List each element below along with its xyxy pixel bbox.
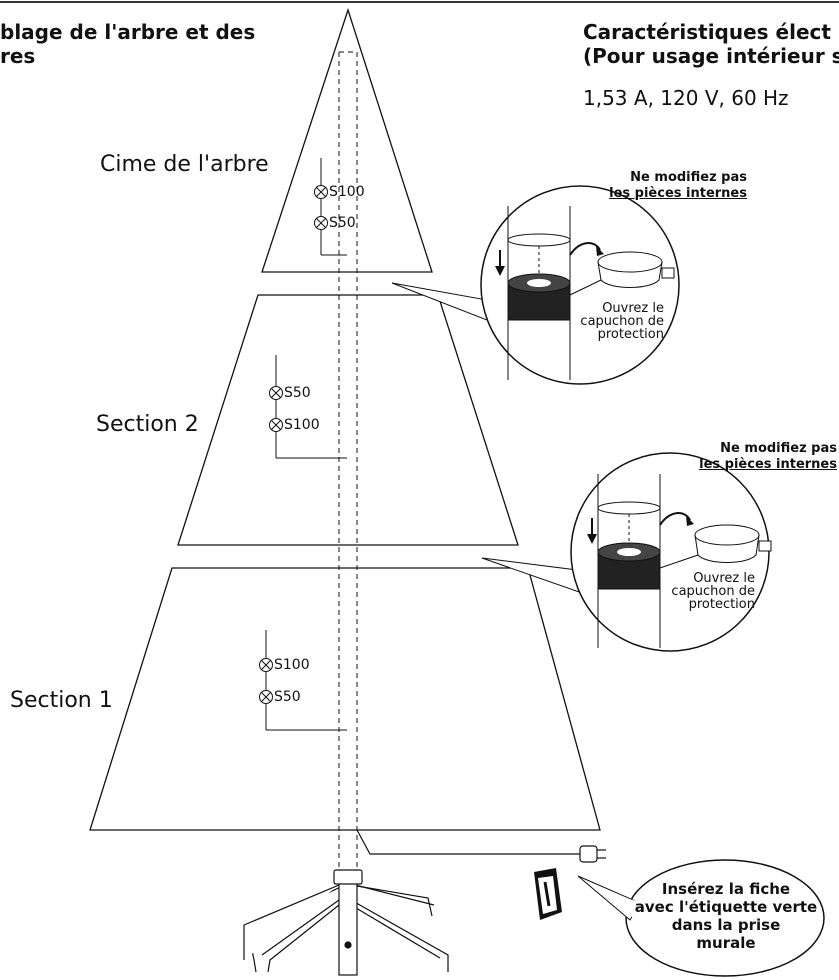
bulb-icon xyxy=(259,658,273,672)
lower-cap-line3: protection xyxy=(688,597,755,612)
plug-note-line2: avec l'étiquette verte xyxy=(634,898,818,916)
upper-cap-line2: capuchon de xyxy=(580,314,664,329)
center-pole xyxy=(338,51,358,875)
bulb-icon xyxy=(269,418,283,432)
bulb-label: S100 xyxy=(274,657,310,673)
electrical-specs: 1,53 A, 120 V, 60 Hz xyxy=(583,86,789,110)
lower-cap-text: Ouvrez le capuchon de protection xyxy=(671,572,755,611)
bulb-icon xyxy=(259,690,273,704)
section-label-2: Section 2 xyxy=(96,412,199,437)
lower-callout-magnifier xyxy=(481,452,772,652)
plug-note-bubble xyxy=(577,859,825,977)
top-wiring xyxy=(320,158,347,256)
tree-top-section xyxy=(261,7,433,273)
green-label-tag xyxy=(534,868,562,920)
lower-cap-line1: Ouvrez le xyxy=(693,571,755,586)
section-label-1: Section 1 xyxy=(10,688,113,713)
left-title: blage de l'arbre et des res xyxy=(0,20,255,68)
left-title-line1: blage de l'arbre et des xyxy=(0,20,256,44)
plug-note-text: Insérez la fiche avec l'étiquette verte … xyxy=(628,880,824,952)
plug-note-line3: dans la prise xyxy=(671,916,781,934)
right-title-line2: (Pour usage intérieur s xyxy=(583,44,839,68)
section2-wiring xyxy=(275,355,347,459)
section-label-top: Cime de l'arbre xyxy=(100,152,269,177)
lower-warning: Ne modifiez pas les pièces internes xyxy=(699,441,837,473)
upper-callout-magnifier xyxy=(391,185,680,385)
plug-note-line1: Insérez la fiche xyxy=(661,880,791,898)
tree-section-1 xyxy=(89,567,601,831)
section1-wiring xyxy=(265,630,347,731)
lower-warning-line2: les pièces internes xyxy=(699,457,837,472)
upper-cap-text: Ouvrez le capuchon de protection xyxy=(580,302,664,341)
lower-warning-line1: Ne modifiez pas xyxy=(720,441,837,456)
lower-cap-line2: capuchon de xyxy=(671,584,755,599)
bulb-icon xyxy=(269,386,283,400)
upper-warning-line1: Ne modifiez pas xyxy=(630,170,747,185)
bulb-label: S50 xyxy=(284,385,311,401)
tree-section-2 xyxy=(177,294,519,546)
plug-note-line4: murale xyxy=(696,934,756,952)
bulb-label: S100 xyxy=(329,184,365,200)
right-title-line1: Caractéristiques élect xyxy=(583,20,831,44)
upper-cap-line3: protection xyxy=(597,327,664,342)
power-cord xyxy=(356,829,606,863)
right-title: Caractéristiques élect (Pour usage intér… xyxy=(583,20,839,68)
upper-warning: Ne modifiez pas les pièces internes xyxy=(609,170,747,202)
bulb-label: S50 xyxy=(329,215,356,231)
bulb-label: S50 xyxy=(274,689,301,705)
left-title-line2: res xyxy=(0,44,36,68)
tree-stand xyxy=(243,869,449,976)
bulb-icon xyxy=(314,216,328,230)
upper-cap-line1: Ouvrez le xyxy=(602,301,664,316)
bulb-icon xyxy=(314,185,328,199)
bulb-label: S100 xyxy=(284,417,320,433)
upper-warning-line2: les pièces internes xyxy=(609,186,747,201)
